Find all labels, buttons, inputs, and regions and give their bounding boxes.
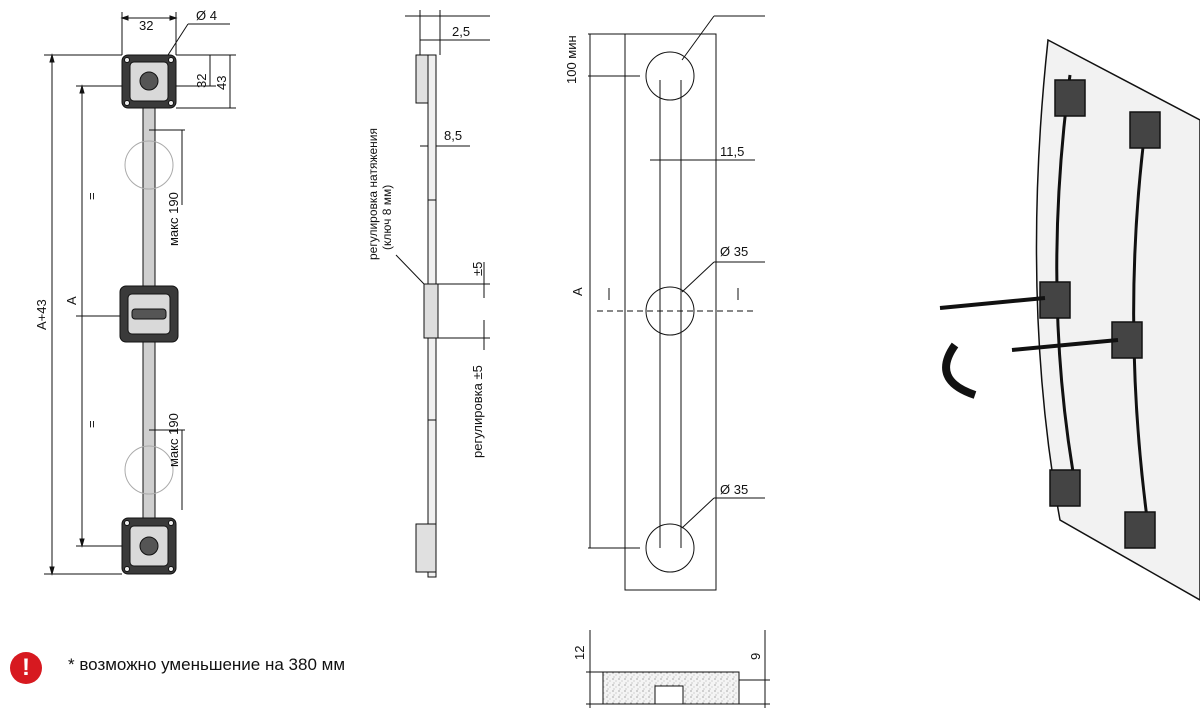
section-view bbox=[586, 630, 770, 708]
panel-min-100: 100 мин bbox=[564, 35, 579, 84]
side-tension-1: регулировка натяжения bbox=[366, 128, 380, 260]
isometric-illustration bbox=[939, 38, 1200, 601]
front-dim-side-32: 32 bbox=[194, 74, 209, 88]
section-dim-9: 9 bbox=[748, 653, 763, 660]
side-dim-85: 8,5 bbox=[444, 128, 462, 143]
front-dim-a: A bbox=[64, 296, 79, 305]
side-adjust: регулировка ±5 bbox=[470, 365, 485, 458]
panel-dia-low: Ø 35 bbox=[720, 482, 748, 497]
exclamation-icon: ! bbox=[10, 652, 42, 684]
panel-dim-115: 11,5 bbox=[720, 144, 744, 159]
front-dim-32: 32 bbox=[139, 18, 153, 33]
front-max-upper: макс 190 bbox=[166, 192, 181, 246]
front-eq-lower: = bbox=[84, 420, 99, 428]
side-tension-2: (ключ 8 мм) bbox=[380, 185, 394, 250]
front-dim-hole: Ø 4 bbox=[196, 8, 217, 23]
front-eq-upper: = bbox=[84, 192, 99, 200]
front-max-lower: макс 190 bbox=[166, 413, 181, 467]
section-dim-12: 12 bbox=[572, 646, 587, 660]
panel-dim-a: A bbox=[570, 287, 585, 296]
front-view bbox=[44, 12, 236, 576]
side-dim-25: 2,5 bbox=[452, 24, 470, 39]
footnote-text: * возможно уменьшение на 380 мм bbox=[68, 655, 346, 674]
panel-dia-mid: Ø 35 bbox=[720, 244, 748, 259]
panel-view bbox=[588, 15, 765, 591]
front-dim-total: A+43 bbox=[34, 299, 49, 330]
side-pm5: ±5 bbox=[470, 262, 485, 276]
front-dim-side-43: 43 bbox=[214, 76, 229, 90]
side-view bbox=[395, 10, 490, 578]
